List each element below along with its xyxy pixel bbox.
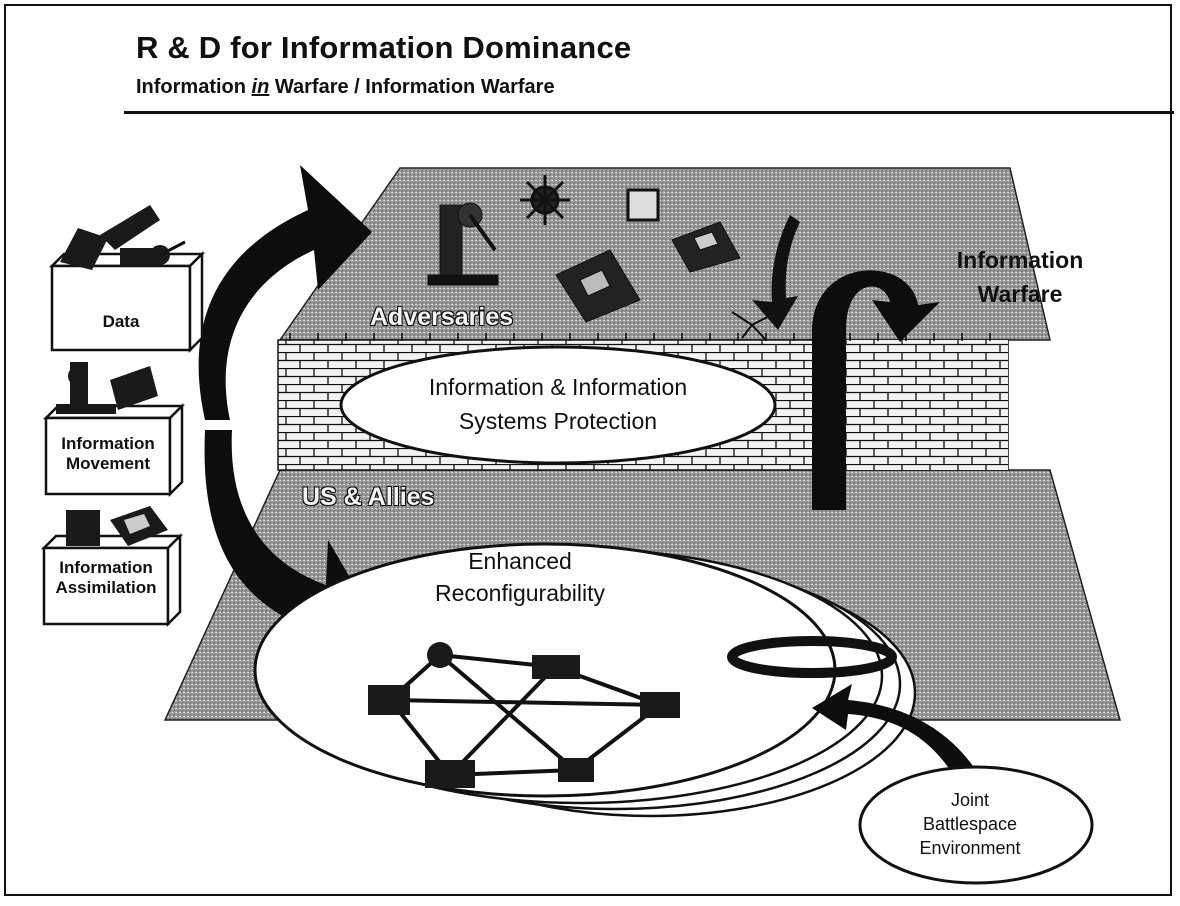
- data-box: [48, 205, 206, 354]
- info-movement-box-label: Information Movement: [46, 434, 170, 474]
- node-laptop-icon: [558, 758, 594, 782]
- laptop-icon: [671, 221, 741, 273]
- adversary-equipment-icons: [427, 175, 776, 340]
- reconfig-line-2: Reconfigurability: [434, 580, 606, 606]
- info-warfare-arrow: [812, 270, 940, 510]
- node-radar-icon: [368, 685, 410, 715]
- info-assimilation-line-1: Information: [59, 558, 153, 577]
- protection-line-2: Systems Protection: [458, 408, 658, 434]
- jbe-label: Joint Battlespace Environment: [880, 788, 1060, 860]
- slide-frame: [4, 4, 1172, 896]
- info-assimilation-box: [40, 506, 184, 628]
- jbe-line-3: Environment: [919, 838, 1021, 858]
- attack-arrow: [752, 215, 800, 330]
- movement-equipment-icon: [56, 362, 158, 414]
- terminal-icon: [555, 249, 641, 323]
- wall-top-ticks: [289, 333, 991, 341]
- title-rule: [124, 111, 1174, 114]
- info-assimilation-line-2: Assimilation: [55, 578, 157, 597]
- subtitle-emphasis: in: [251, 76, 270, 98]
- node-monitor-icon: [640, 692, 680, 718]
- radar-tower-icon: [427, 202, 499, 286]
- ring-icon: [727, 636, 897, 678]
- data-box-label: Data: [102, 312, 140, 331]
- protection-label: Information & Information Systems Protec…: [360, 370, 756, 438]
- protection-ellipse: [339, 345, 777, 465]
- info-movement-box: [42, 362, 186, 498]
- adversaries-label: Adversaries: [370, 303, 514, 331]
- info-assimilation-box-label: Information Assimilation: [44, 558, 168, 598]
- jbe-arrow: [812, 684, 985, 790]
- us-allies-label: US & Allies: [302, 483, 435, 511]
- node-truck-icon: [532, 655, 580, 679]
- slide-subtitle: Information in Warfare / Information War…: [136, 76, 555, 99]
- jbe-line-2: Battlespace: [922, 814, 1018, 834]
- monitor-icon: [626, 188, 660, 222]
- jbe-line-1: Joint: [950, 790, 990, 810]
- node-terminal-icon: [425, 760, 475, 788]
- node-satellite-icon: [427, 642, 453, 668]
- reconfigurability-label: Enhanced Reconfigurability: [380, 545, 660, 609]
- network-node-icons: [368, 642, 680, 788]
- protection-line-1: Information & Information: [428, 374, 688, 400]
- reconfig-line-1: Enhanced: [468, 548, 572, 574]
- subtitle-part-2: Warfare / Information Warfare: [269, 76, 555, 98]
- info-movement-line-1: Information: [61, 434, 155, 453]
- info-warfare-label: Information Warfare: [930, 243, 1110, 311]
- info-movement-line-2: Movement: [65, 454, 151, 473]
- upward-curved-arrow: [198, 165, 372, 420]
- info-warfare-line-2: Warfare: [977, 281, 1063, 307]
- satellite-icon: [520, 175, 570, 225]
- data-equipment-icon: [60, 205, 186, 270]
- subtitle-part-1: Information: [136, 76, 252, 98]
- slide-title: R & D for Information Dominance: [136, 30, 632, 65]
- jbe-ellipse: [858, 765, 1094, 885]
- assimilation-equipment-icon: [66, 506, 168, 546]
- info-warfare-line-1: Information: [956, 247, 1084, 273]
